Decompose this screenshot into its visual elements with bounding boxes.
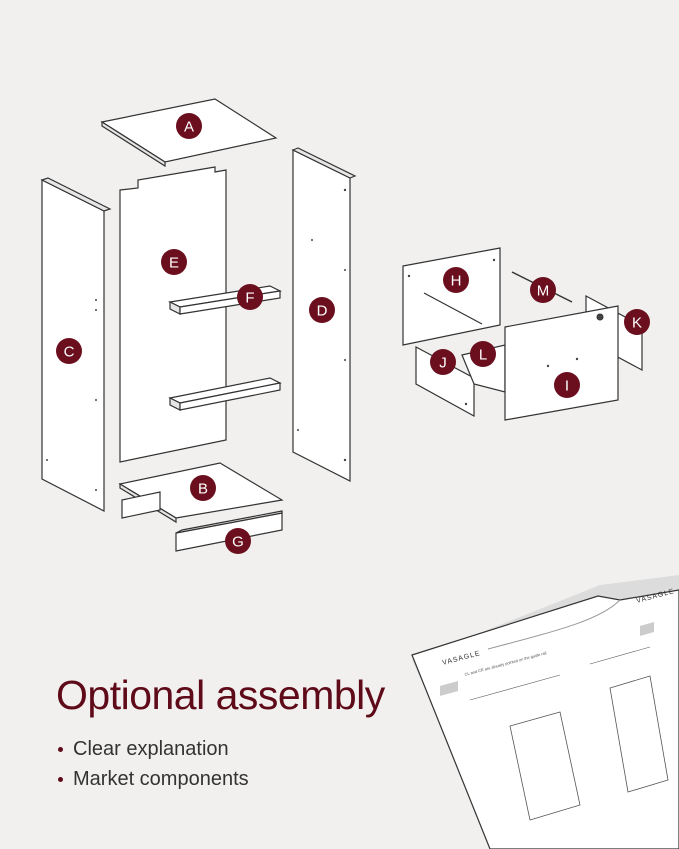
bullet-dot-icon [58,747,63,753]
svg-text:A: A [184,119,194,136]
feature-label: Market components [73,768,249,790]
part-label-a: A [176,113,202,139]
svg-text:D: D [317,303,328,320]
bullet-dot-icon [58,777,63,783]
feature-list: Clear explanation Market components [58,734,249,794]
svg-text:B: B [198,481,208,498]
svg-text:E: E [169,255,179,272]
feature-item: Market components [58,764,249,794]
drawer-panel-h [402,247,501,346]
part-label-l: L [470,341,496,367]
part-label-b: B [190,475,216,501]
shelf-lower [168,377,282,411]
svg-text:M: M [537,283,550,300]
feature-item: Clear explanation [58,734,249,764]
feature-label: Clear explanation [73,738,229,760]
part-label-m: M [530,277,556,303]
drawer-front-i [504,305,619,421]
panel-e [119,166,227,463]
part-label-k: K [624,309,650,335]
kickboard-small [121,491,161,519]
part-label-g: G [225,528,251,554]
section-heading: Optional assembly [56,672,385,718]
part-label-h: H [443,267,469,293]
part-label-e: E [161,249,187,275]
part-label-f: F [237,284,263,310]
svg-text:G: G [232,534,244,551]
svg-text:I: I [565,378,569,395]
svg-text:K: K [632,315,642,332]
svg-text:C: C [64,344,75,361]
part-label-j: J [430,349,456,375]
svg-text:F: F [245,290,254,307]
part-label-i: I [554,372,580,398]
svg-text:L: L [479,347,487,364]
part-label-d: D [309,297,335,323]
svg-text:H: H [451,273,462,290]
part-label-c: C [56,338,82,364]
assembly-manual: VASAGLE VASAGLE CL and CR are already po… [411,575,679,849]
svg-text:J: J [439,355,447,372]
